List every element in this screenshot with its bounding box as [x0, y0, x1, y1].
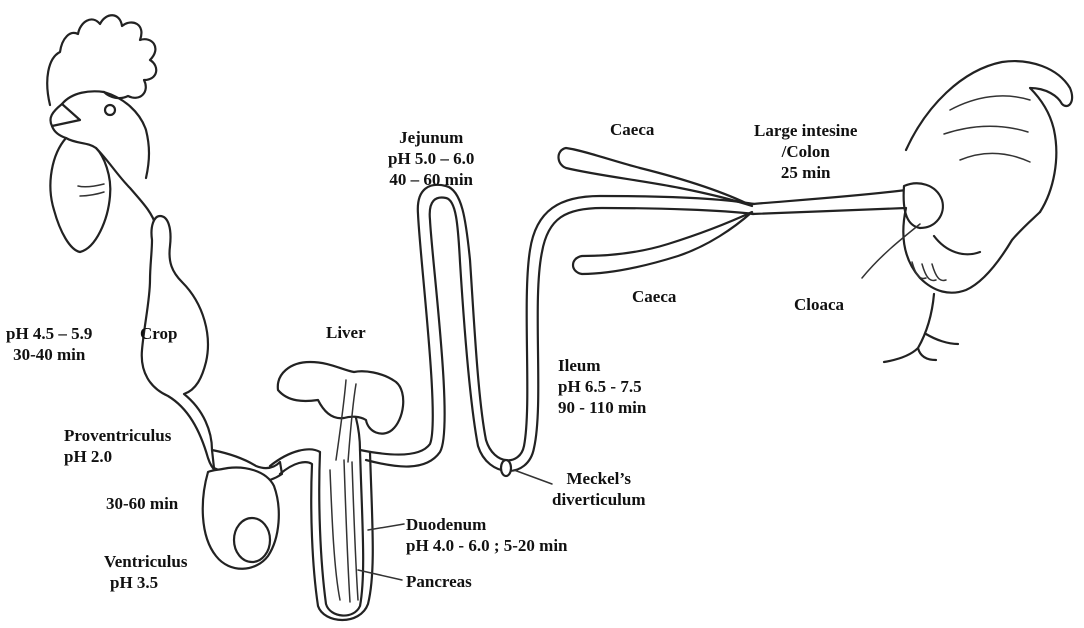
eye — [105, 105, 115, 115]
ileum-ph: pH 6.5 - 7.5 — [558, 376, 646, 397]
tail-lines — [944, 96, 1030, 162]
cloaca-pointer — [862, 224, 920, 278]
meckels-label: Meckel’s diverticulum — [552, 468, 646, 510]
proventriculus-name: Proventriculus — [64, 425, 171, 446]
upper-tract-drawing — [142, 216, 282, 569]
pancreas-strands — [330, 460, 358, 602]
crop-ph-label: pH 4.5 – 5.9 30-40 min — [6, 323, 92, 365]
crop-time: 30-40 min — [6, 344, 92, 365]
large-intestine-time: 25 min — [754, 162, 857, 183]
proventriculus-label: Proventriculus pH 2.0 — [64, 425, 171, 467]
caecum-lower — [573, 212, 752, 274]
liver-label: Liver — [326, 322, 366, 343]
ventriculus-label: Ventriculus pH 3.5 — [104, 551, 187, 593]
proventriculus-ph: pH 2.0 — [64, 446, 171, 467]
gizzard-inner — [234, 518, 270, 562]
colon-drawing — [752, 183, 943, 228]
duodenum-name: Duodenum — [406, 514, 568, 535]
large-intestine-line1: Large intesine — [754, 120, 857, 141]
ventriculus-ph: pH 3.5 — [104, 572, 187, 593]
jejunum-label: Jejunum pH 5.0 – 6.0 40 – 60 min — [388, 127, 474, 190]
liver-drawing — [278, 362, 403, 462]
large-intestine-label: Large intesine /Colon 25 min — [754, 120, 857, 183]
meckel-pointer — [514, 470, 552, 484]
small-intestine-drawing — [360, 185, 754, 476]
jejunum-time: 40 – 60 min — [388, 169, 474, 190]
duodenum-label: Duodenum pH 4.0 - 6.0 ; 5-20 min — [406, 514, 568, 556]
wing — [934, 236, 980, 254]
duodenum-loop-inner — [280, 452, 373, 620]
beak — [52, 104, 80, 126]
jejunum-name: Jejunum — [388, 127, 474, 148]
meckels-diverticulum-shape — [501, 460, 511, 476]
jejunum-outer — [360, 185, 754, 460]
gizzard-time-label: 30-60 min — [106, 493, 178, 514]
pancreas-pointer — [358, 570, 402, 580]
meckels-line2: diverticulum — [552, 489, 646, 510]
caeca-top-label: Caeca — [610, 119, 654, 140]
colon-upper — [752, 190, 906, 204]
jejunum-ph: pH 5.0 – 6.0 — [388, 148, 474, 169]
ileum-label: Ileum pH 6.5 - 7.5 90 - 110 min — [558, 355, 646, 418]
ventriculus-name: Ventriculus — [104, 551, 187, 572]
wattle-shade — [78, 184, 104, 196]
colon-lower — [752, 208, 906, 214]
meckels-line1: Meckel’s — [552, 468, 646, 489]
crop-label: Crop — [140, 323, 177, 344]
cloaca-shape — [904, 183, 943, 228]
rooster-body-drawing — [862, 61, 1072, 362]
cloaca-label: Cloaca — [794, 294, 844, 315]
rooster-head-drawing — [47, 15, 156, 252]
duodenum-drawing — [270, 418, 373, 620]
wattle — [50, 138, 110, 252]
leg — [884, 294, 958, 362]
ileum-time: 90 - 110 min — [558, 397, 646, 418]
crop-ph: pH 4.5 – 5.9 — [6, 323, 92, 344]
large-intestine-line2: /Colon — [754, 141, 857, 162]
wing-feathers — [912, 262, 946, 280]
pancreas-label: Pancreas — [406, 571, 472, 592]
duodenum-info: pH 4.0 - 6.0 ; 5-20 min — [406, 535, 568, 556]
ileum-name: Ileum — [558, 355, 646, 376]
caeca-bottom-label: Caeca — [632, 286, 676, 307]
